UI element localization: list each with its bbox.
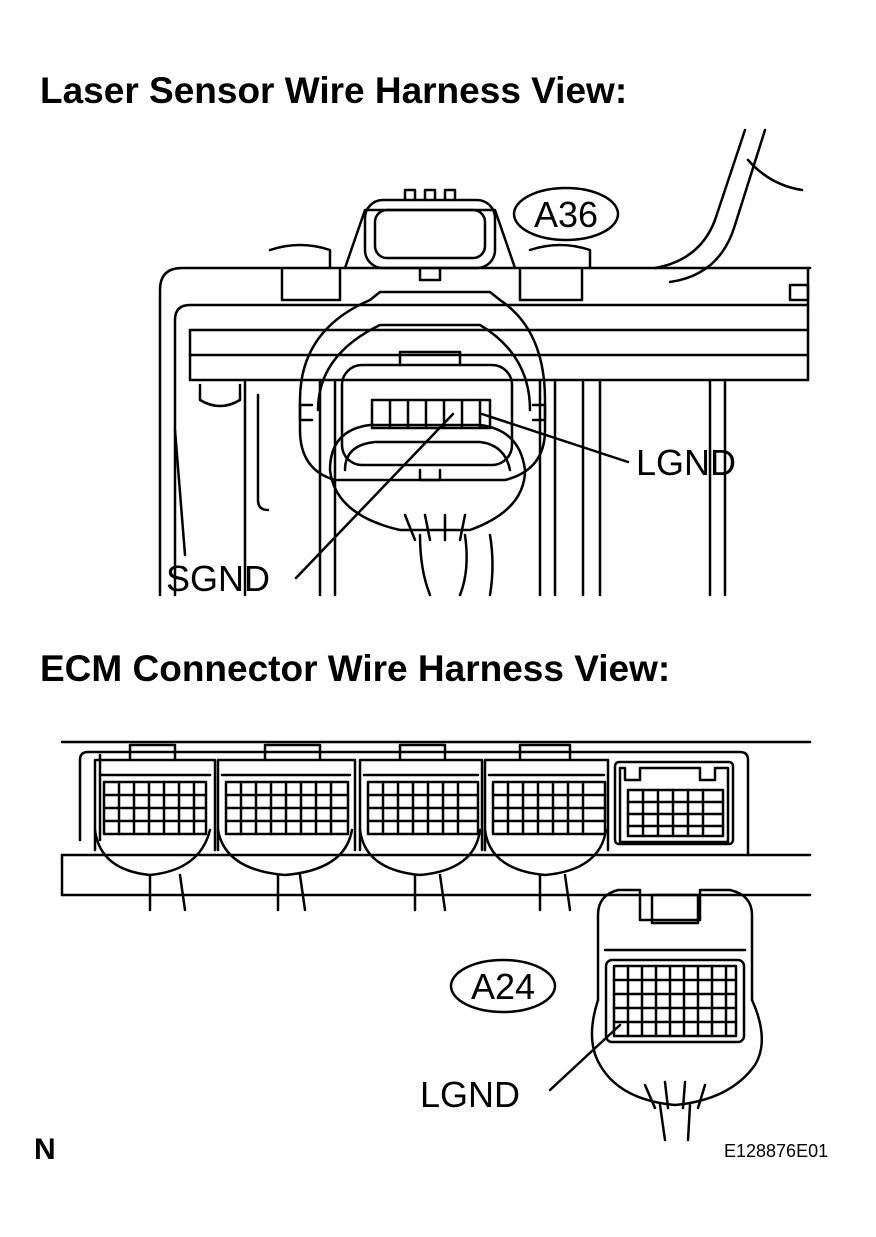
a24-connector-badge (449, 958, 557, 1014)
lgnd-label-top: LGND (636, 442, 736, 483)
sgnd-leader-line (294, 412, 455, 580)
ecm-connector-1 (93, 743, 217, 912)
lgnd-leader-line-bottom (548, 1023, 622, 1092)
a24-connector-id: A24 (471, 966, 535, 1007)
ecm-drawing (60, 740, 812, 1142)
a24-plug (548, 888, 764, 1142)
laser-sensor-drawing (158, 128, 812, 597)
a36-connector-id: A36 (534, 194, 598, 235)
orientation-mark: N (34, 1133, 56, 1166)
laser-sensor-section-title: Laser Sensor Wire Harness View: (40, 70, 628, 111)
sgnd-label: SGND (166, 558, 270, 599)
a36-connector-badge (512, 186, 620, 242)
ecm-connector-5 (613, 760, 735, 846)
ecm-connector-section-title: ECM Connector Wire Harness View: (40, 648, 671, 689)
ecm-connector-4 (483, 743, 610, 912)
figure-code: E128876E01 (724, 1141, 829, 1161)
ecm-connector-3 (358, 743, 484, 912)
lgnd-label-bottom: LGND (420, 1074, 520, 1115)
lgnd-leader-line (480, 412, 630, 464)
ecm-connector-2 (216, 743, 357, 912)
